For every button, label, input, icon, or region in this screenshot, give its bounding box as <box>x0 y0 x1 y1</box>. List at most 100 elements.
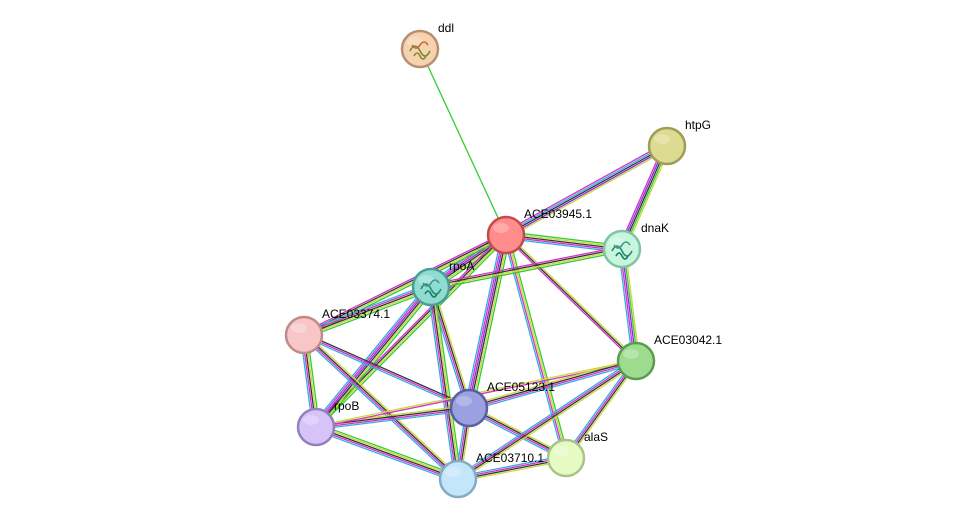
edge-rpoA-ACE05123.1[interactable] <box>427 286 473 409</box>
edge-strand-yellow <box>459 362 638 482</box>
node-alaS[interactable]: alaS <box>546 430 608 478</box>
edge-rpoA-ACE03374.1[interactable] <box>302 283 433 339</box>
edge-strand-yellow <box>305 332 461 478</box>
edge-strand-black <box>314 233 506 427</box>
edge-strand-yellow <box>432 286 461 479</box>
node-dnaK[interactable]: dnaK <box>602 221 669 269</box>
edge-strand-black <box>505 234 637 362</box>
edge-strand-black <box>303 286 432 336</box>
edge-strand-yellow <box>506 233 638 361</box>
protein-structure-icon <box>409 41 431 60</box>
node-ACE05123.1[interactable]: ACE05123.1 <box>449 380 555 428</box>
node-highlight <box>407 37 423 47</box>
node-label: htpG <box>685 118 711 132</box>
node-label: rpoA <box>449 259 474 273</box>
edge-strand-black <box>468 359 636 408</box>
node-circle[interactable] <box>449 388 489 428</box>
node-rpoB[interactable]: rpoB <box>296 399 359 447</box>
edge-strand-green <box>433 286 463 479</box>
node-circle[interactable] <box>486 215 526 255</box>
node-highlight <box>623 349 639 359</box>
edge-htpG-ACE03945.1[interactable] <box>504 142 669 239</box>
edge-ACE03945.1-rpoB[interactable] <box>313 232 509 430</box>
node-circle[interactable] <box>411 267 451 307</box>
node-ddl[interactable]: ddl <box>400 21 454 69</box>
edge-ddl-ACE03945.1[interactable] <box>419 48 507 236</box>
node-htpG[interactable]: htpG <box>647 118 711 166</box>
edge-strand-blue <box>464 233 503 408</box>
node-circle[interactable] <box>438 459 478 499</box>
node-highlight <box>418 275 434 285</box>
edge-rpoA-rpoB[interactable] <box>312 283 435 431</box>
edge-strand-green <box>318 289 435 431</box>
edge-ACE05123.1-ACE03042.1[interactable] <box>468 357 637 412</box>
edge-strand-blue <box>314 429 458 483</box>
edge-strand-magenta <box>564 360 636 458</box>
edge-strand-yellow <box>468 357 636 407</box>
edge-strand-yellow <box>316 424 459 479</box>
node-circle[interactable] <box>296 407 336 447</box>
node-ACE03042.1[interactable]: ACE03042.1 <box>616 333 722 381</box>
node-circle[interactable] <box>616 341 656 381</box>
protein-structure-icon <box>420 279 442 298</box>
edge-strand-yellow <box>304 287 432 338</box>
edge-strand-black <box>505 145 668 236</box>
edge-strand-blue <box>316 409 470 431</box>
structure-strand <box>422 279 440 287</box>
edge-ACE03945.1-ACE03042.1[interactable] <box>504 233 638 363</box>
node-highlight <box>291 323 307 333</box>
edge-rpoA-ACE03710.1[interactable] <box>426 286 463 480</box>
edge-strand-magenta <box>505 236 622 252</box>
node-circle[interactable] <box>546 438 586 478</box>
protein-structure-icon <box>611 241 633 260</box>
structure-strand <box>411 41 429 49</box>
edge-strand-magenta <box>313 284 430 426</box>
edge-strand-magenta <box>469 361 637 410</box>
node-label: ACE03710.1 <box>476 451 544 465</box>
node-highlight <box>445 467 461 477</box>
node-label: ddl <box>438 21 454 35</box>
edge-strand-black <box>458 361 637 481</box>
node-circle[interactable] <box>284 315 324 355</box>
edge-strand-magenta <box>315 427 458 482</box>
edge-ACE03374.1-ACE05123.1[interactable] <box>303 332 470 411</box>
edge-rpoB-ACE03710.1[interactable] <box>314 423 460 483</box>
edge-strand-black <box>303 233 506 335</box>
node-ACE03374.1[interactable]: ACE03374.1 <box>284 307 390 355</box>
node-circle[interactable] <box>647 126 687 166</box>
node-circle[interactable] <box>400 29 440 69</box>
edge-strand-green <box>419 48 507 236</box>
node-label: ACE03374.1 <box>322 307 390 321</box>
edge-strand-green <box>431 250 623 291</box>
edge-strand-magenta <box>504 142 666 233</box>
edge-strand-yellow <box>567 362 639 460</box>
edge-ACE03945.1-dnaK[interactable] <box>505 230 623 254</box>
edge-strand-black <box>430 286 459 480</box>
node-ACE03945.1[interactable]: ACE03945.1 <box>486 207 592 255</box>
edge-dnaK-rpoA[interactable] <box>430 245 623 291</box>
node-highlight <box>609 237 625 247</box>
edge-strand-yellow <box>470 235 510 409</box>
node-highlight <box>654 134 670 144</box>
node-circle[interactable] <box>602 229 642 269</box>
edge-ACE03945.1-ACE05123.1[interactable] <box>464 233 511 410</box>
edge-strand-blue <box>469 362 637 412</box>
structure-strand <box>615 252 629 260</box>
edge-strand-green <box>317 236 509 430</box>
edge-ACE03374.1-ACE03710.1[interactable] <box>301 332 461 482</box>
edge-strand-magenta <box>465 234 505 408</box>
node-label: dnaK <box>641 221 669 235</box>
edge-ACE03042.1-ACE03710.1[interactable] <box>456 358 638 482</box>
node-ACE03710.1[interactable]: ACE03710.1 <box>438 451 544 499</box>
edges-layer <box>299 48 671 483</box>
node-rpoA[interactable]: rpoA <box>411 259 474 307</box>
node-label: alaS <box>584 430 608 444</box>
edge-ACE03042.1-alaS[interactable] <box>563 359 639 460</box>
structure-strand <box>424 290 438 298</box>
edge-strand-black <box>304 332 470 408</box>
edge-strand-black <box>430 247 622 287</box>
edge-strand-black <box>315 426 459 480</box>
edge-strand-green <box>304 289 433 339</box>
